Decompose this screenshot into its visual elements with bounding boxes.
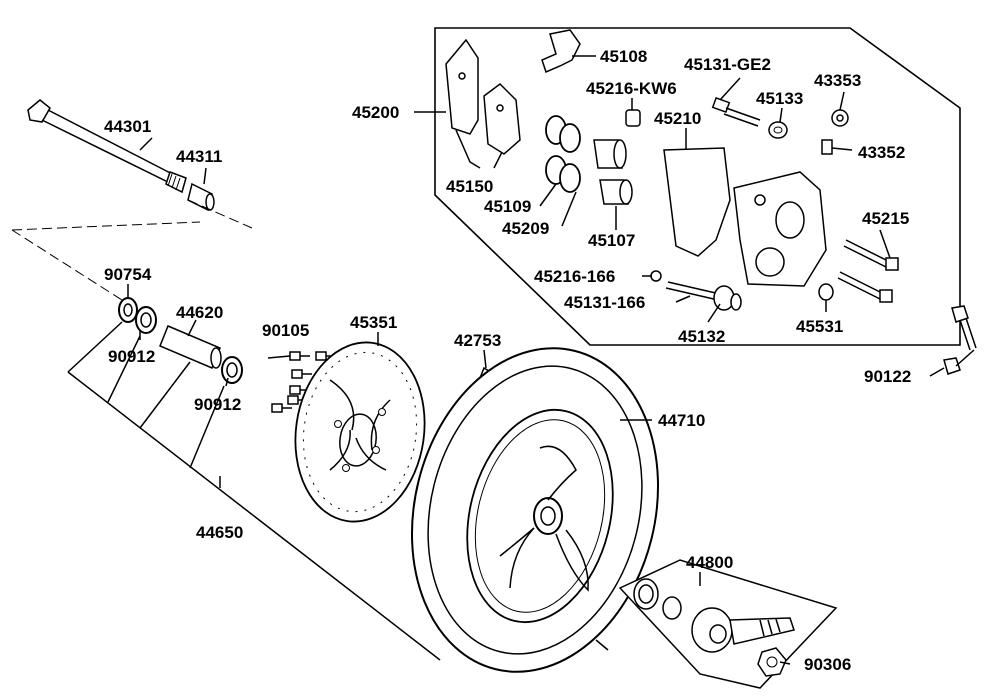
label-45209: 45209 [502,219,549,238]
axis-dash-line [188,200,252,228]
caliper-group-outline [435,28,960,345]
label-90122: 90122 [864,367,911,386]
bolt-45131-ge2 [713,98,760,126]
label-45216-kw6: 45216-KW6 [586,79,677,98]
label-43353: 43353 [814,71,861,90]
label-90306: 90306 [804,655,851,674]
spacer-44620 [160,326,221,368]
collar-44311 [188,184,214,210]
label-45133: 45133 [756,89,803,108]
nut-90306 [758,648,786,676]
label-43352: 43352 [858,143,905,162]
label-44301: 44301 [104,117,151,136]
label-44311: 44311 [176,147,222,166]
label-45210: 45210 [654,109,701,128]
pins-45215 [838,240,898,302]
label-45351: 45351 [350,313,397,332]
pin-45216-kw6 [626,110,640,126]
spring-45108 [542,30,580,72]
label-90912-left: 90912 [108,347,155,366]
label-45531: 45531 [796,317,843,336]
label-45108: 45108 [600,47,647,66]
set-44650-bracket [68,322,440,660]
bearing-90912-left [136,307,156,333]
label-90754: 90754 [104,265,152,284]
seals-45109-45209 [546,116,580,192]
label-45131-166: 45131-166 [564,293,645,312]
leader-lines [128,56,944,664]
label-45200: 45200 [352,103,399,122]
bearing-90912-right [222,357,242,383]
label-45107: 45107 [588,231,635,250]
axle-44301 [28,100,186,192]
pistons-45107 [594,140,632,204]
bracket-45210 [664,148,730,256]
seal-90754 [119,298,137,322]
label-44710: 44710 [658,411,705,430]
label-90105: 90105 [262,321,309,340]
label-90912-right: 90912 [194,395,241,414]
caliper-body [734,172,826,286]
label-45150: 45150 [446,177,493,196]
nut-45133 [769,122,787,138]
boot-45531 [819,284,833,300]
label-45131-ge2: 45131-GE2 [684,55,771,74]
bolts-90122 [944,306,976,374]
label-44650: 44650 [196,523,243,542]
bolt-45131-166 [666,282,741,310]
brake-disc-45351 [284,334,436,530]
label-42753: 42753 [454,331,501,350]
bleeder-43353 [832,110,848,126]
label-45215: 45215 [862,209,909,228]
brake-pads-45150 [446,40,520,154]
label-44620: 44620 [176,303,223,322]
wheel-44710 [379,322,691,696]
pin-45216-166 [651,271,661,281]
label-44800: 44800 [686,553,733,572]
label-45109: 45109 [484,197,531,216]
axis-dash-line [12,230,122,300]
axis-dash-line [12,222,200,230]
bleeder-43352 [822,140,832,154]
label-45216-166: 45216-166 [534,267,615,286]
label-45132: 45132 [678,327,725,346]
